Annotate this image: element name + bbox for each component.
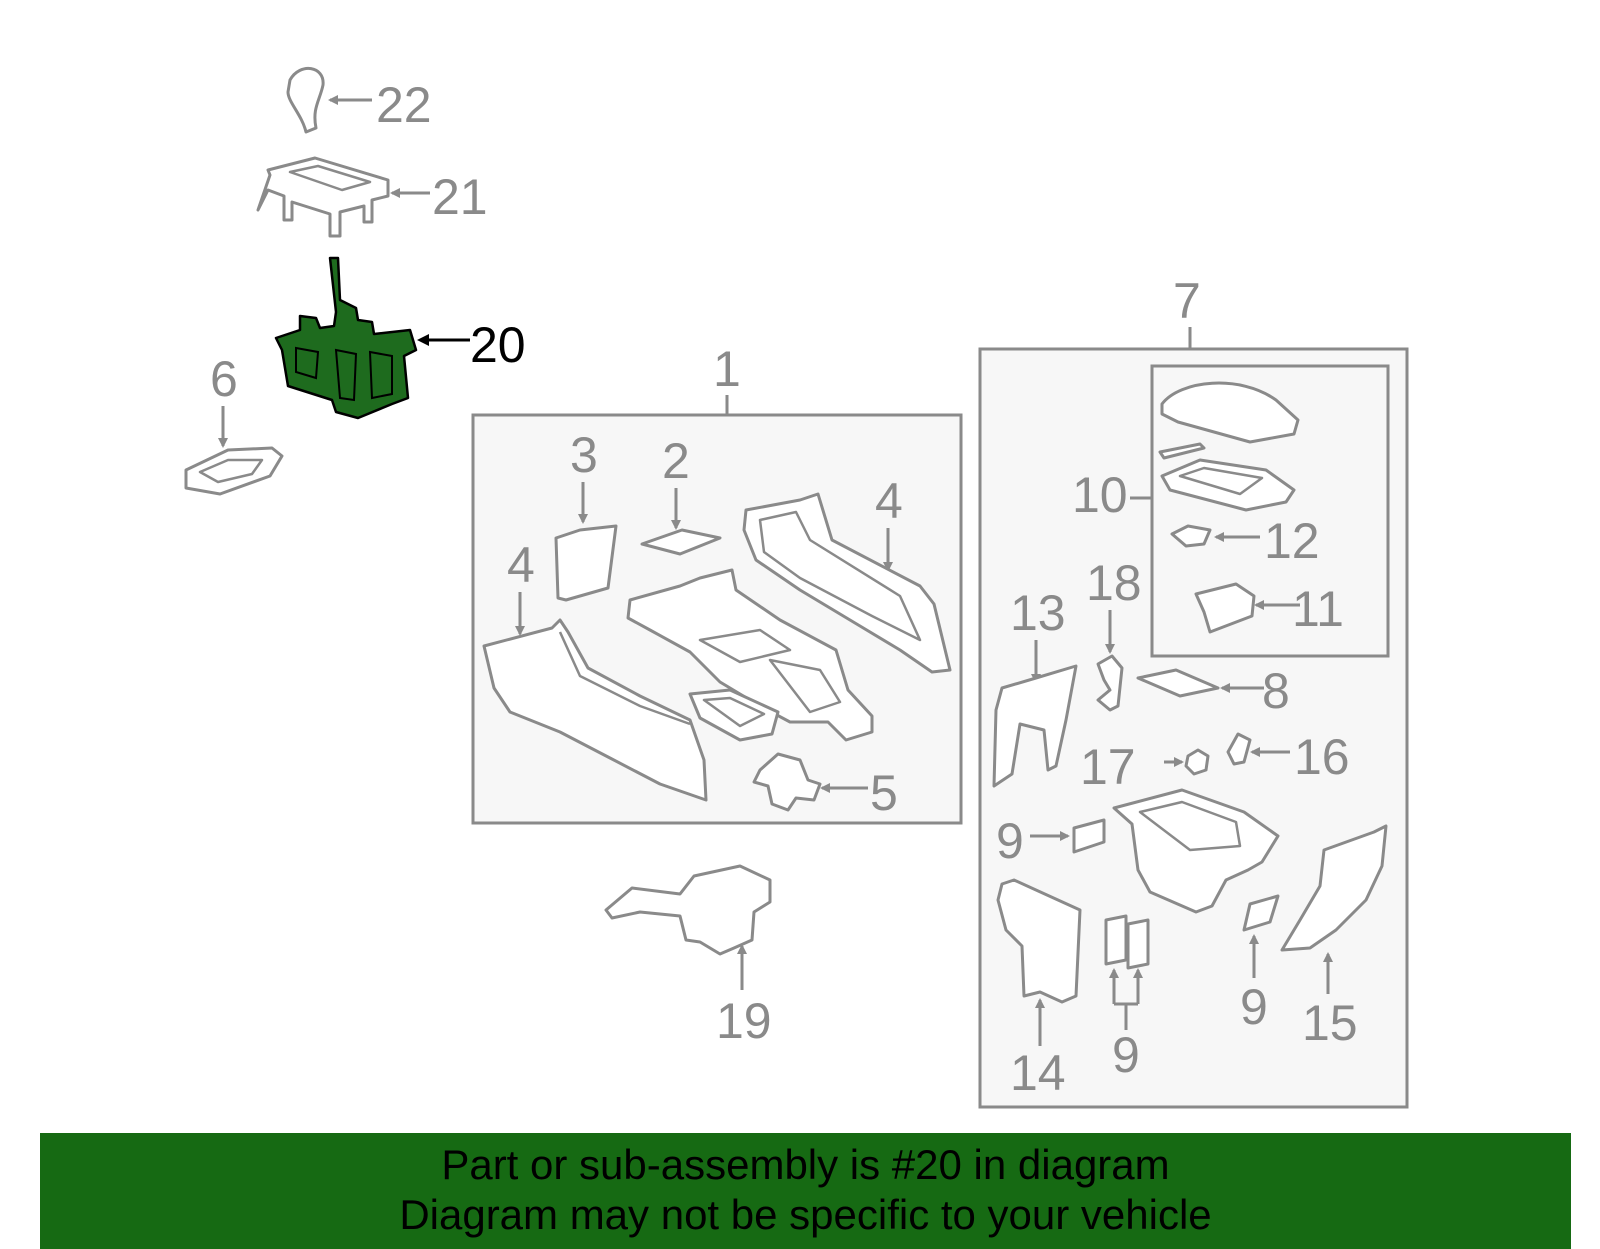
label-4-right: 4 — [875, 473, 903, 529]
banner-line-2: Diagram may not be specific to your vehi… — [399, 1191, 1212, 1238]
part-19[interactable] — [604, 864, 772, 990]
part-6[interactable] — [184, 406, 284, 496]
shifter-bezel-part-21[interactable] — [256, 156, 430, 238]
part-13[interactable] — [992, 640, 1078, 788]
label-9-b: 9 — [1112, 1027, 1140, 1083]
label-19: 19 — [716, 993, 772, 1049]
label-12: 12 — [1264, 513, 1320, 569]
label-4-left: 4 — [507, 537, 535, 593]
label-10: 10 — [1072, 467, 1128, 523]
part-8[interactable] — [1136, 668, 1264, 698]
part-16[interactable] — [1226, 732, 1290, 766]
part-9-c[interactable] — [1242, 894, 1280, 978]
label-6: 6 — [210, 351, 238, 407]
label-21: 21 — [432, 169, 488, 225]
shifter-assembly-part-20[interactable] — [274, 256, 470, 420]
label-9-c: 9 — [1240, 979, 1268, 1035]
label-8: 8 — [1262, 663, 1290, 719]
label-11: 11 — [1292, 581, 1344, 637]
part-9-a[interactable] — [1030, 818, 1106, 854]
label-22: 22 — [376, 77, 432, 133]
label-5: 5 — [870, 765, 898, 821]
part-15[interactable] — [1280, 824, 1388, 994]
label-14: 14 — [1010, 1045, 1066, 1101]
part-4-left[interactable] — [482, 592, 708, 802]
part-12[interactable] — [1170, 524, 1260, 548]
part-17[interactable] — [1164, 748, 1210, 776]
label-1: 1 — [713, 341, 741, 397]
label-17: 17 — [1080, 739, 1136, 795]
part-18[interactable] — [1096, 610, 1124, 712]
banner-line-1: Part or sub-assembly is #20 in diagram — [441, 1141, 1170, 1188]
label-13: 13 — [1010, 585, 1066, 641]
info-banner: Part or sub-assembly is #20 in diagram D… — [40, 1133, 1571, 1249]
label-9-a: 9 — [996, 813, 1024, 869]
cup-holder-insert[interactable] — [688, 688, 780, 742]
console-body[interactable] — [626, 568, 874, 742]
part-4-right[interactable] — [742, 492, 952, 674]
label-15: 15 — [1302, 995, 1358, 1051]
part-9-b[interactable] — [1104, 914, 1150, 1030]
shift-knob-part-22[interactable] — [286, 66, 372, 134]
label-2: 2 — [662, 433, 690, 489]
part-5[interactable] — [752, 752, 868, 812]
label-7: 7 — [1173, 273, 1201, 329]
storage-bin[interactable] — [1112, 788, 1280, 914]
part-3[interactable] — [554, 482, 618, 602]
label-3: 3 — [570, 427, 598, 483]
part-14[interactable] — [996, 878, 1082, 1046]
label-18: 18 — [1086, 555, 1142, 611]
part-10-armrest-lid[interactable] — [1158, 381, 1300, 512]
part-11[interactable] — [1194, 582, 1300, 634]
label-20: 20 — [470, 317, 526, 373]
label-16: 16 — [1294, 729, 1350, 785]
part-2[interactable] — [640, 488, 722, 556]
